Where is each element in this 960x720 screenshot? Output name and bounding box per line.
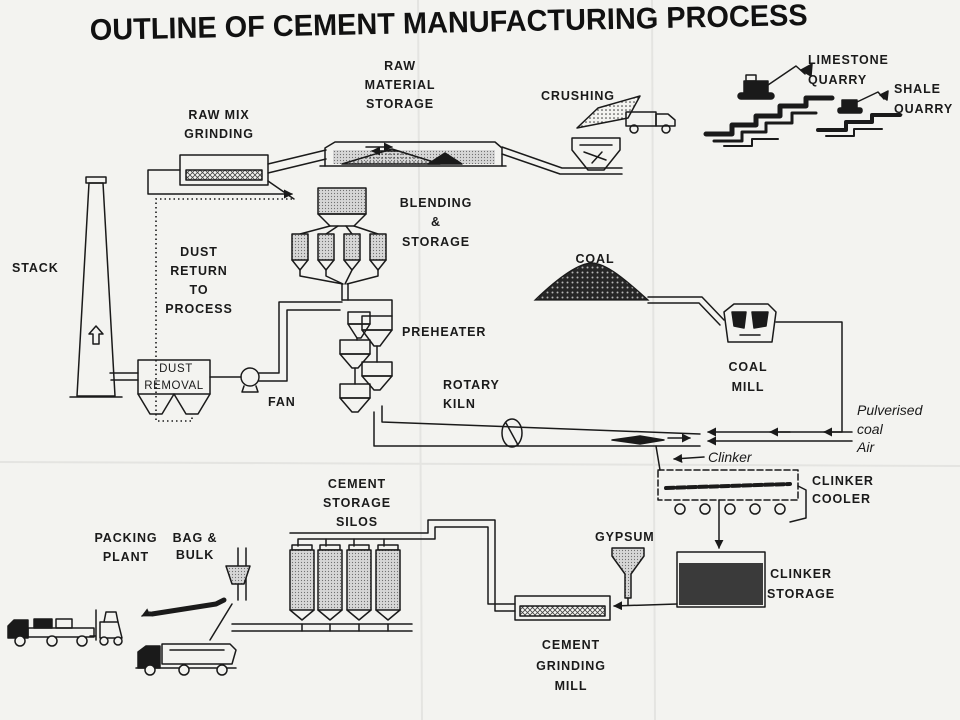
- label-cement-storage-silos-3: SILOS: [336, 515, 378, 529]
- label-crushing: CRUSHING: [541, 89, 615, 103]
- forklift-icon: [89, 609, 123, 646]
- shale-quarry-terraces: [816, 113, 902, 137]
- bulk-tanker-truck-icon: [135, 643, 237, 676]
- label-raw-material-storage-2: MATERIAL: [365, 78, 436, 92]
- label-cement-grinding-mill-2: GRINDING: [536, 659, 606, 673]
- label-clinker-cooler-2: COOLER: [812, 492, 871, 506]
- label-raw-mix-grinding-2: GRINDING: [184, 127, 254, 141]
- crusher-conveyor: [501, 146, 623, 175]
- blending-silos: [291, 187, 387, 301]
- label-shale-quarry-2: QUARRY: [894, 102, 953, 116]
- cement-storage-silos: [231, 544, 413, 632]
- label-limestone-quarry-1: LIMESTONE: [808, 53, 889, 67]
- fan-icon: [209, 367, 260, 393]
- label-cement-grinding-mill-3: MILL: [555, 679, 588, 693]
- label-pulverised-coal-air-3: Air: [856, 439, 875, 455]
- label-shale-quarry-1: SHALE: [894, 82, 941, 96]
- label-clinker-storage-2: STORAGE: [767, 587, 835, 601]
- label-pulverised-coal-air-1: Pulverised: [857, 402, 924, 418]
- label-dust-return-3: TO: [190, 283, 209, 297]
- label-cement-storage-silos-2: STORAGE: [323, 496, 391, 510]
- raw-material-storage-shed: [319, 141, 507, 167]
- stack-duct: [109, 372, 139, 381]
- limestone-quarry-terraces: [703, 95, 835, 147]
- packing-plant: [141, 547, 251, 641]
- label-dust-return-4: PROCESS: [165, 302, 232, 316]
- rotary-kiln: [373, 405, 701, 448]
- label-preheater: PREHEATER: [402, 325, 486, 339]
- label-rotary-kiln-1: ROTARY: [443, 378, 500, 392]
- label-dust-return-1: DUST: [180, 245, 218, 259]
- label-rotary-kiln-2: KILN: [443, 397, 476, 411]
- label-blending-storage-1: BLENDING: [400, 196, 472, 210]
- cement-grinding-mill: [514, 595, 611, 621]
- label-packing-plant-2: PLANT: [103, 550, 149, 564]
- label-clinker-cooler-1: CLINKER: [812, 474, 874, 488]
- label-raw-material-storage-1: RAW: [384, 59, 416, 73]
- excavator-icon: [737, 63, 813, 100]
- label-dust-removal-1: DUST: [159, 363, 193, 375]
- label-stack: STACK: [12, 261, 59, 275]
- preheater-tower: [339, 299, 393, 413]
- raw-mix-grinding-mill: [147, 149, 327, 200]
- label-bag-bulk-1: BAG &: [173, 531, 218, 545]
- clinker-cooler: [655, 445, 807, 549]
- crusher-hopper: [571, 95, 641, 171]
- label-coal: COAL: [575, 252, 614, 266]
- dump-truck-icon: [625, 111, 676, 134]
- label-clinker-storage-1: CLINKER: [770, 567, 832, 581]
- label-raw-material-storage-3: STORAGE: [366, 97, 434, 111]
- coal-conveyor: [647, 296, 725, 326]
- label-cement-grinding-mill-1: CEMENT: [542, 638, 600, 652]
- label-dust-removal-2: REMOVAL: [144, 380, 204, 392]
- pulverised-coal-air-lines: [707, 321, 853, 446]
- gypsum-hopper: [611, 547, 645, 599]
- label-packing-plant-1: PACKING: [94, 531, 157, 545]
- label-coal-mill-2: MILL: [732, 380, 765, 394]
- label-bag-bulk-2: BULK: [176, 548, 214, 562]
- label-blending-storage-3: STORAGE: [402, 235, 470, 249]
- label-raw-mix-grinding-1: RAW MIX: [188, 108, 249, 122]
- flatbed-truck-icon: [7, 618, 95, 647]
- mill-feed-line: [613, 597, 678, 611]
- label-fan: FAN: [268, 395, 296, 409]
- dust-return-line: [155, 198, 292, 422]
- stack-chimney: [69, 176, 123, 398]
- label-limestone-quarry-2: QUARRY: [808, 73, 867, 87]
- label-dust-return-2: RETURN: [170, 264, 227, 278]
- label-blending-storage-2: &: [431, 215, 441, 229]
- label-coal-mill-1: COAL: [728, 360, 767, 374]
- fan-to-preheater-duct: [258, 301, 343, 382]
- coal-pile: [533, 262, 650, 301]
- label-gypsum: GYPSUM: [595, 530, 655, 544]
- label-cement-storage-silos-1: CEMENT: [328, 477, 386, 491]
- clinker-storage-bin: [676, 551, 766, 608]
- label-clinker: Clinker: [708, 449, 753, 465]
- excavator-icon-small: [837, 90, 889, 114]
- label-pulverised-coal-air-2: coal: [857, 421, 884, 437]
- coal-mill: [723, 303, 777, 343]
- labels: LIMESTONE QUARRY SHALE QUARRY CRUSHING R…: [12, 53, 953, 693]
